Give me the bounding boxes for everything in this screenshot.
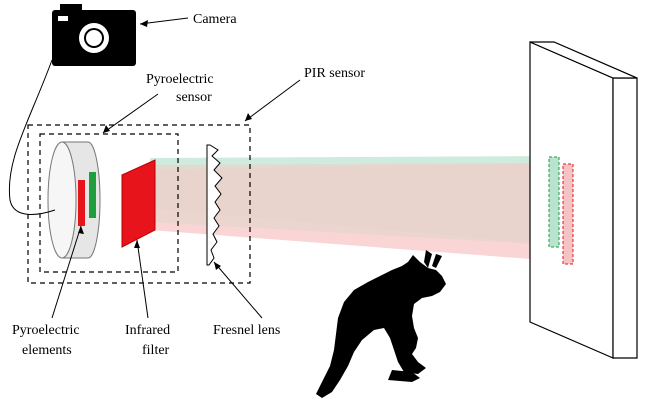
detection-beams xyxy=(150,156,570,262)
leader-arrowheads xyxy=(78,20,252,270)
label-pyroelectric-elements-line2: elements xyxy=(22,343,72,358)
pyroelectric-element-green xyxy=(89,172,96,218)
camera-cable xyxy=(8,59,56,215)
label-camera: Camera xyxy=(193,12,237,27)
label-fresnel-lens: Fresnel lens xyxy=(213,323,280,338)
beam-main xyxy=(150,163,555,245)
leader-pyro-sensor xyxy=(102,93,159,134)
label-infrared-filter-line2: filter xyxy=(142,343,170,358)
pyroelectric-sensor-box xyxy=(39,133,179,273)
label-pyroelectric-sensor-line1: Pyroelectric xyxy=(146,72,214,87)
leader-pir xyxy=(244,79,301,122)
leader-filter xyxy=(136,239,149,319)
label-pyroelectric-sensor-line2: sensor xyxy=(176,90,212,105)
label-infrared-filter-line1: Infrared xyxy=(125,323,170,338)
kangaroo-silhouette xyxy=(316,250,446,398)
wall-panel xyxy=(529,41,638,359)
wall-spot-red xyxy=(562,163,574,265)
wall-spot-green xyxy=(548,156,560,248)
leader-elements xyxy=(51,225,82,319)
label-pyroelectric-elements-line1: Pyroelectric xyxy=(12,323,80,338)
fresnel-lens xyxy=(206,144,223,266)
leader-lines xyxy=(51,17,301,319)
infrared-filter xyxy=(121,159,156,248)
pyroelectric-element-red xyxy=(78,180,85,226)
label-pir-sensor: PIR sensor xyxy=(304,66,365,81)
camera-icon xyxy=(52,4,136,66)
pir-sensor-box xyxy=(27,124,251,284)
leader-fresnel xyxy=(213,261,263,319)
leader-camera xyxy=(139,17,189,25)
